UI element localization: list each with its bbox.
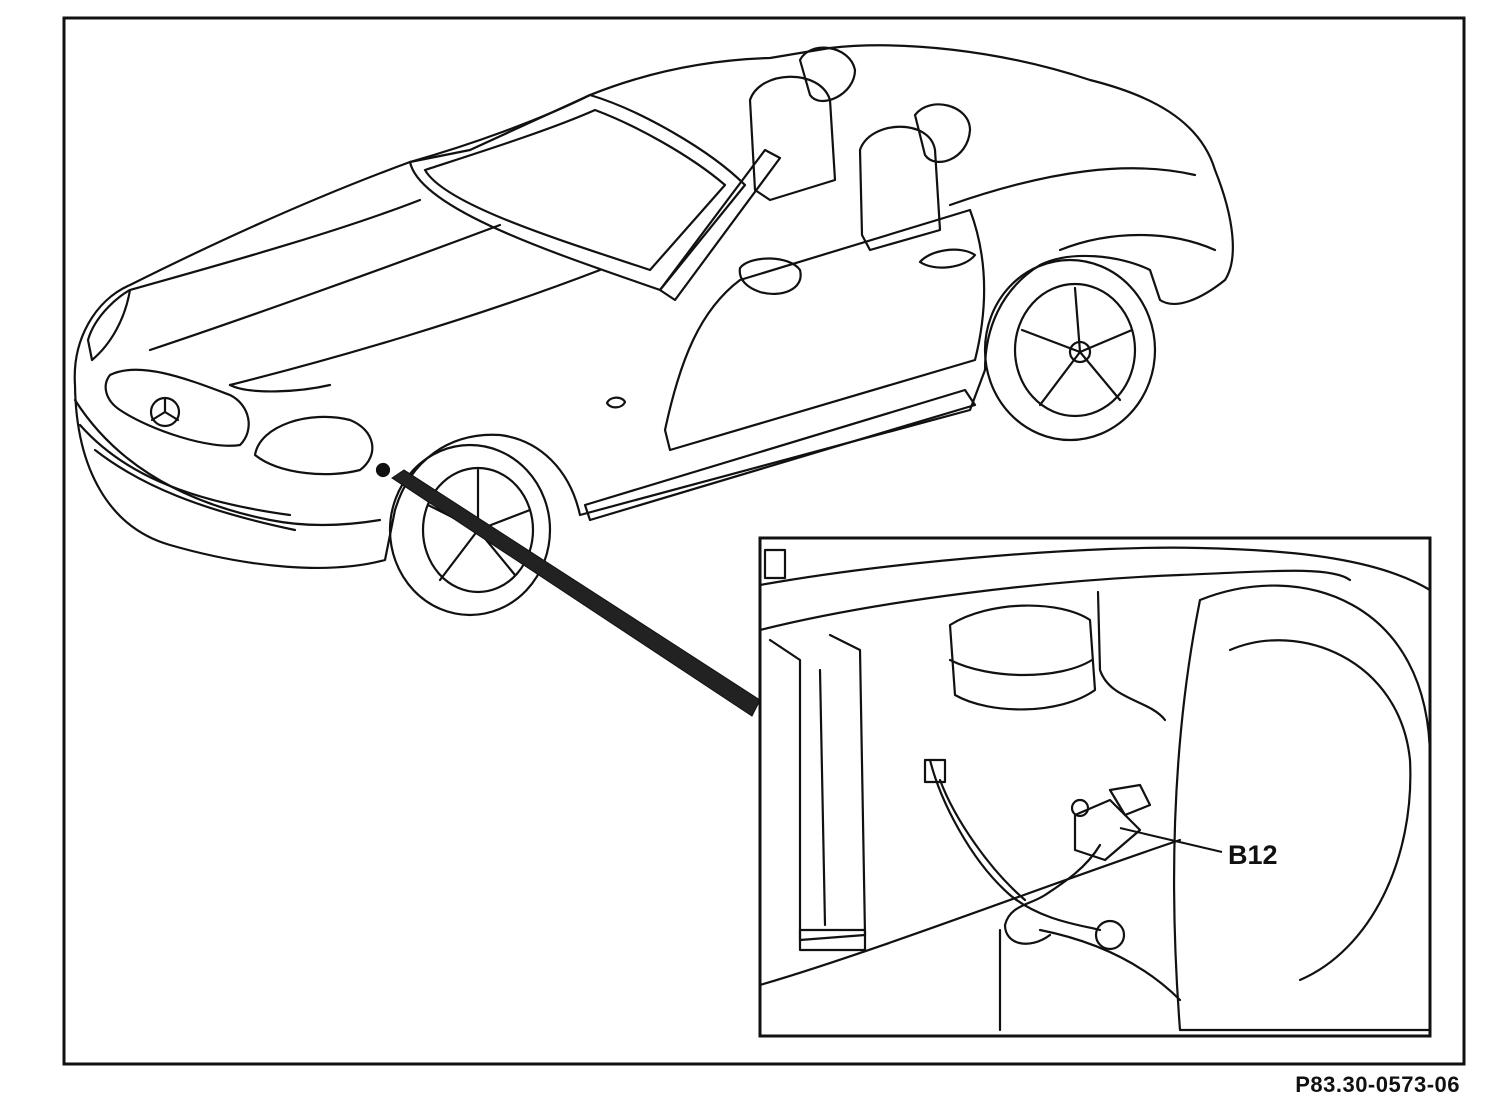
- windshield-inner: [423, 108, 727, 272]
- front-wheel-spokes: [426, 468, 532, 582]
- pillar-outer: [768, 633, 867, 942]
- pillar-inner: [818, 668, 827, 927]
- frame-rail-top: [758, 546, 1432, 592]
- seat-right: [858, 125, 942, 252]
- door-handle: [918, 248, 977, 269]
- hood-crease-center: [148, 223, 502, 352]
- front-bumper: [73, 398, 382, 527]
- callout-label-b12: B12: [1228, 840, 1278, 870]
- frame-rail-top-lower: [758, 569, 1352, 632]
- outer-frame: [62, 16, 1466, 1066]
- rear-wheel-tire: [983, 258, 1157, 442]
- wiring-harness-2: [938, 778, 1027, 902]
- leader-line: [391, 469, 761, 717]
- rear-wheel-spokes: [1020, 286, 1134, 407]
- car-overview: [73, 44, 1234, 617]
- rocker-panel: [583, 388, 977, 522]
- front-wheel-tire: [388, 443, 552, 617]
- harness-clip: [923, 758, 947, 784]
- strut-tower: [948, 604, 1097, 711]
- wheel-well-inner: [1228, 639, 1412, 982]
- headlight-right: [253, 415, 374, 476]
- bumper-slat-1: [78, 423, 292, 517]
- cable-lower: [1038, 928, 1182, 1002]
- side-marker: [605, 396, 627, 409]
- wiring-harness: [928, 758, 1102, 932]
- bracket-top-left: [763, 548, 787, 580]
- car-body-outline: [73, 44, 1234, 569]
- rear-wheel-rim: [1013, 282, 1137, 418]
- bumper-slat-2: [93, 448, 297, 532]
- seat-right-headrest: [913, 103, 972, 163]
- strut-tower-ring: [948, 658, 1094, 677]
- floor-panel: [758, 838, 1182, 987]
- grommet: [1094, 919, 1126, 951]
- headlight-left: [86, 288, 132, 362]
- side-mirror: [738, 257, 802, 296]
- rear-fender-line: [1058, 233, 1217, 252]
- inset-detail: [758, 546, 1432, 1032]
- hood-rear-edge: [228, 383, 332, 393]
- callout-leader: [1119, 827, 1223, 853]
- brake-line: [1096, 590, 1167, 722]
- front-wheel-rim: [421, 466, 535, 594]
- sensor-b12-bolt: [1070, 798, 1090, 818]
- star-emblem-arms: [150, 396, 180, 422]
- rear-deck: [948, 167, 1197, 207]
- wheel-well: [1172, 584, 1432, 1032]
- a-pillar: [658, 148, 782, 302]
- inset-frame: [758, 536, 1432, 1038]
- door-outline: [663, 208, 986, 452]
- sensor-b12-cap: [1108, 783, 1152, 817]
- windshield-frame: [408, 93, 747, 292]
- hood-crease-right: [228, 268, 602, 387]
- grille: [104, 368, 250, 447]
- seat-left: [748, 75, 837, 202]
- hood-crease-left: [128, 198, 422, 292]
- sensor-location-marker: [375, 462, 391, 478]
- sensor-b12-connector: [1003, 843, 1102, 945]
- sensor-b12-body: [1073, 798, 1142, 862]
- seat-left-headrest: [798, 46, 857, 103]
- pillar-foot: [798, 928, 867, 952]
- figure-reference-number: P83.30-0573-06: [1295, 1072, 1460, 1097]
